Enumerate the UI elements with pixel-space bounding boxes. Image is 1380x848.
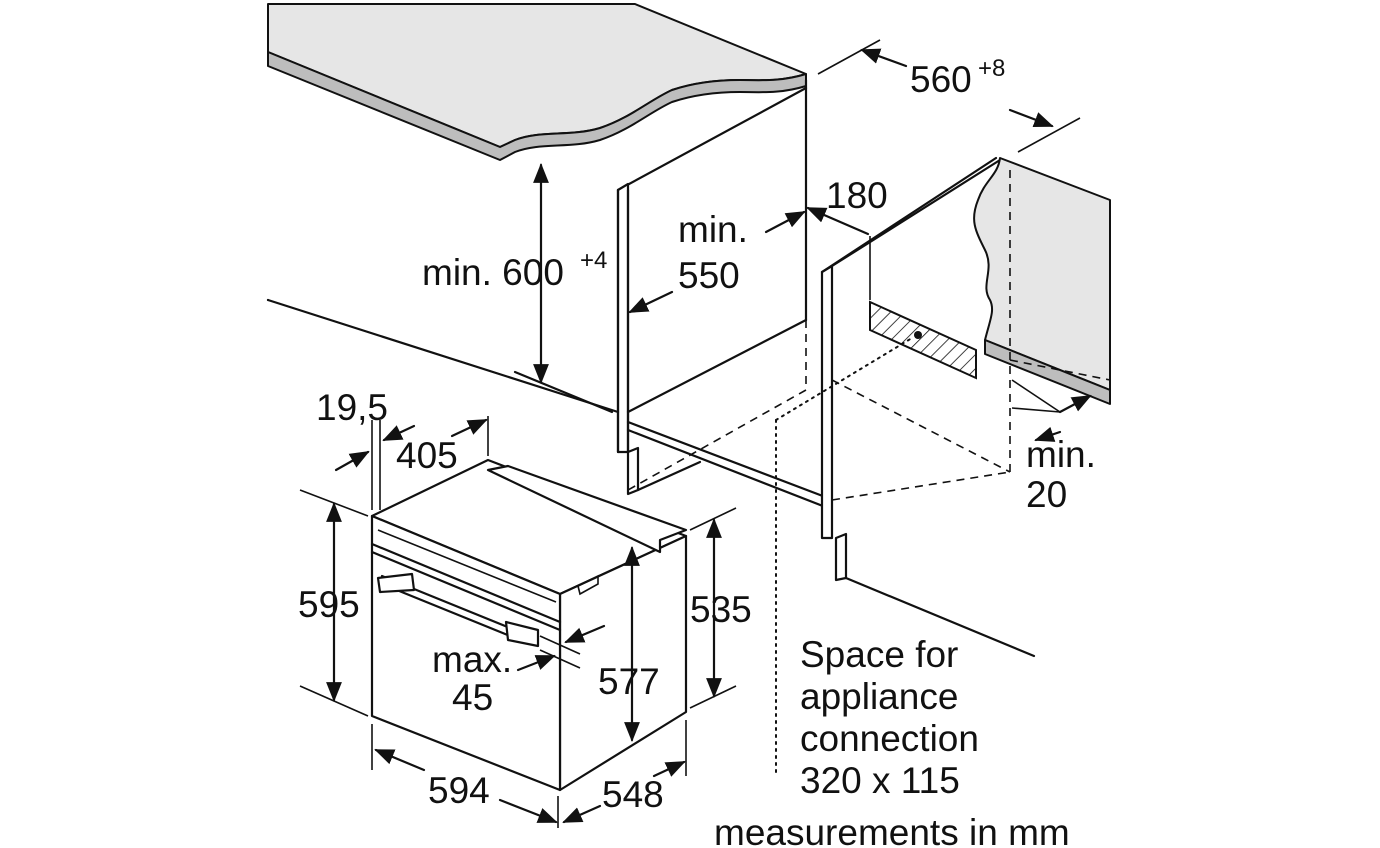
- niche-right-side: [627, 156, 1111, 777]
- label-front-panel: 19,5: [316, 387, 388, 428]
- label-width-594: 594: [428, 770, 490, 811]
- label-niche-width-tolerance: +8: [978, 55, 1005, 82]
- label-niche-width: 560: [910, 59, 972, 100]
- label-connection-line3: connection: [800, 718, 979, 759]
- oven: [370, 458, 688, 792]
- label-side-min: min.: [1026, 434, 1096, 475]
- labels: min. 600 +4 min. 550 560 +8 180 min. 20 …: [298, 55, 1096, 848]
- label-height-577: 577: [598, 661, 660, 702]
- label-handle-max: max.: [432, 639, 512, 680]
- label-depth-548: 548: [602, 774, 664, 815]
- label-height-595: 595: [298, 584, 360, 625]
- label-vent-gap: 180: [826, 175, 888, 216]
- label-connection-line1: Space for: [800, 634, 958, 675]
- label-units-footer: measurements in mm: [714, 812, 1070, 848]
- label-niche-height: min. 600: [422, 252, 564, 293]
- label-connection-line2: appliance: [800, 676, 958, 717]
- label-handle-max-value: 45: [452, 677, 493, 718]
- niche-cabinet: [266, 78, 830, 510]
- dimensions: [299, 39, 1092, 828]
- label-height-535: 535: [690, 589, 752, 630]
- label-niche-height-tolerance: +4: [580, 247, 607, 274]
- worktop-left: [267, 3, 807, 161]
- label-depth-min-value: 550: [678, 255, 740, 296]
- label-connection-line4: 320 x 115: [800, 760, 960, 801]
- label-depth-min: min.: [678, 209, 748, 250]
- label-depth-405: 405: [396, 435, 458, 476]
- label-side-min-value: 20: [1026, 474, 1067, 515]
